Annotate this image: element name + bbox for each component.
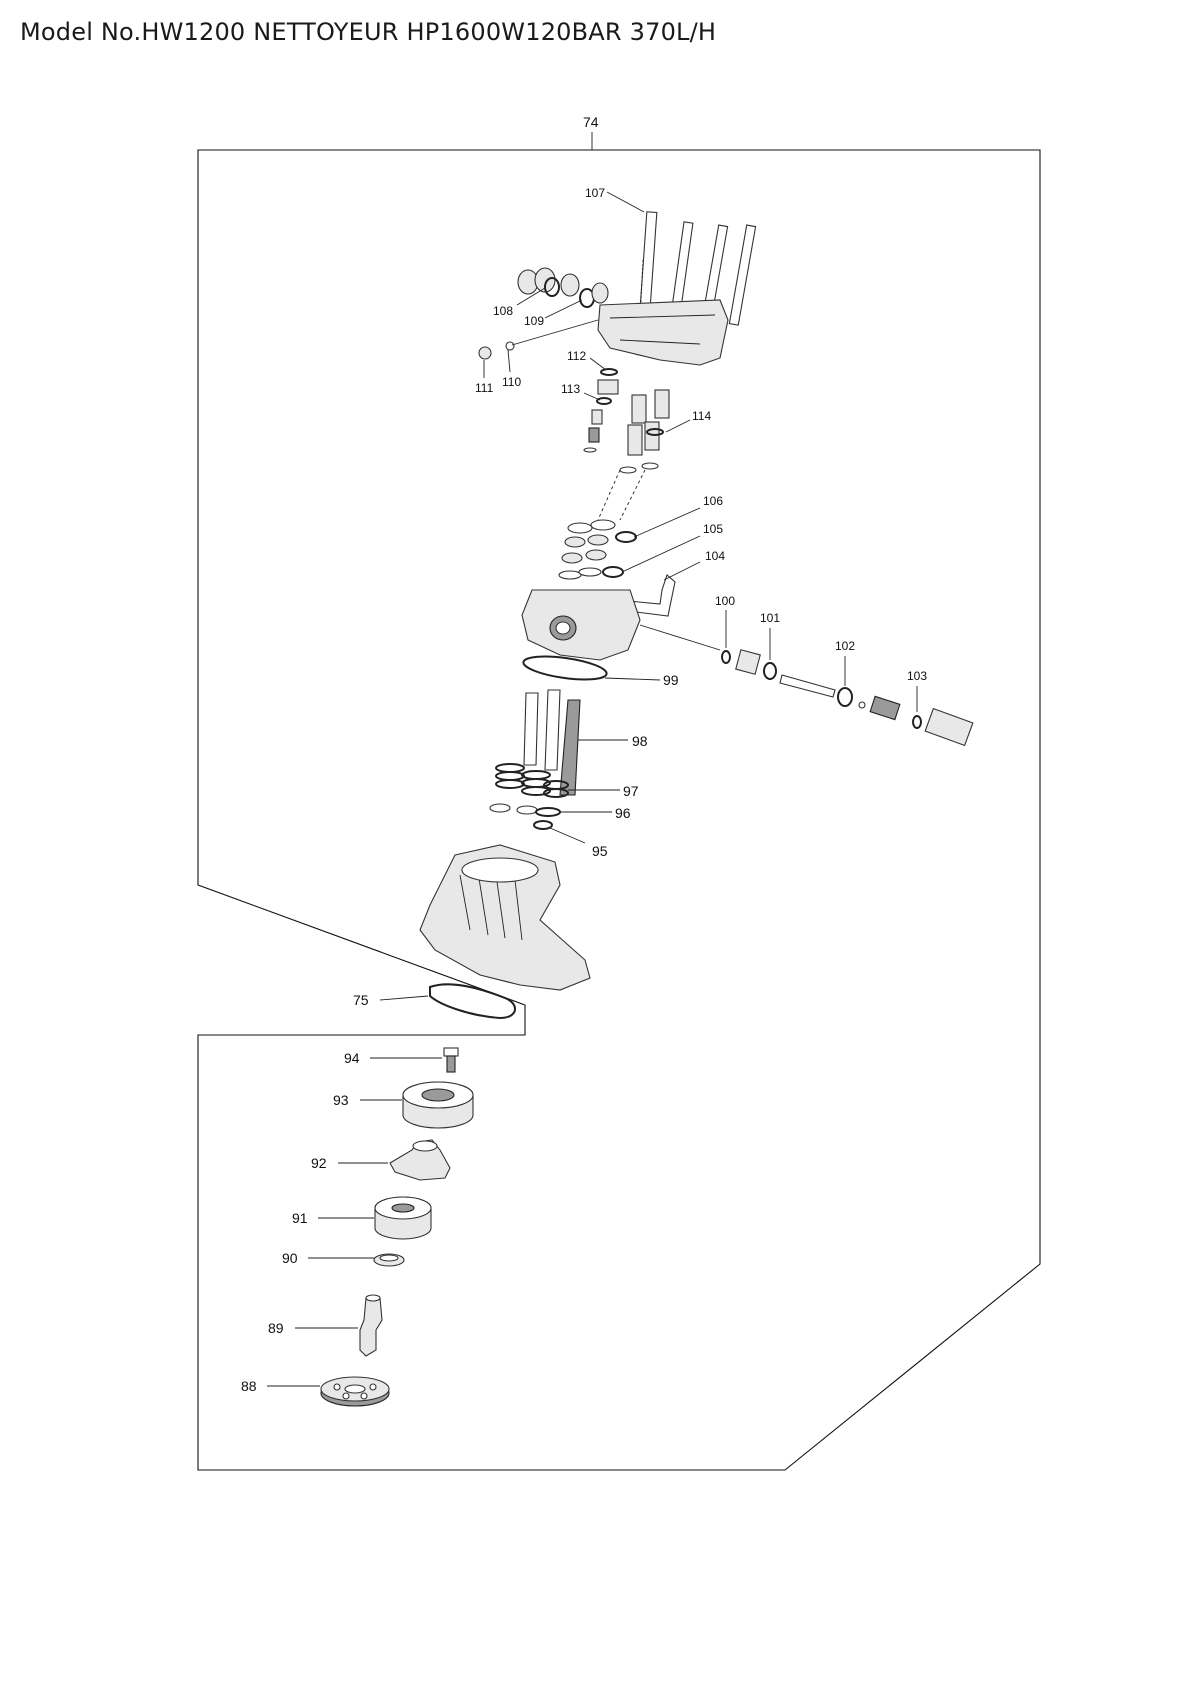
- unloader-valve-assembly: [721, 649, 974, 747]
- callout-107: 107: [585, 186, 605, 200]
- page-title: Model No.HW1200 NETTOYEUR HP1600W120BAR …: [20, 18, 717, 46]
- callout-111: 111: [475, 381, 494, 395]
- callout-91: 91: [292, 1210, 308, 1226]
- callout-100: 100: [715, 594, 735, 608]
- seal-stack: [558, 519, 637, 580]
- callout-98: 98: [632, 733, 648, 749]
- callout-109: 109: [524, 314, 544, 328]
- pump-head-block: [597, 299, 729, 366]
- callout-90: 90: [282, 1250, 298, 1266]
- gasket-75: [429, 983, 516, 1020]
- callout-112: 112: [567, 349, 586, 363]
- callout-105: 105: [703, 522, 723, 536]
- spring-97-set: [495, 763, 569, 798]
- callout-113: 113: [561, 382, 580, 396]
- plunger-98-set: [523, 689, 581, 796]
- callout-101: 101: [760, 611, 780, 625]
- assembly-frame: [197, 149, 1041, 1471]
- pump-body: [521, 589, 641, 661]
- callout-110: 110: [502, 375, 521, 389]
- callout-103: 103: [907, 669, 927, 683]
- callout-114: 114: [692, 409, 711, 423]
- callout-102: 102: [835, 639, 855, 653]
- callout-95: 95: [592, 843, 608, 859]
- callout-93: 93: [333, 1092, 349, 1108]
- bolt-107-set: [638, 211, 757, 326]
- callout-104: 104: [705, 549, 725, 563]
- callout-96: 96: [615, 805, 631, 821]
- callout-74: 74: [583, 114, 599, 130]
- shaft-89: [359, 1297, 383, 1357]
- callout-92: 92: [311, 1155, 327, 1171]
- callout-75: 75: [353, 992, 369, 1008]
- callout-99: 99: [663, 672, 679, 688]
- fitting-108-109: [517, 267, 609, 308]
- callout-97: 97: [623, 783, 639, 799]
- callout-108: 108: [493, 304, 513, 318]
- callout-94: 94: [344, 1050, 360, 1066]
- gear-88: [320, 1376, 390, 1407]
- valve-114-set: [619, 389, 670, 474]
- crankcase: [419, 844, 591, 991]
- callout-89: 89: [268, 1320, 284, 1336]
- callout-106: 106: [703, 494, 723, 508]
- callout-88: 88: [241, 1378, 257, 1394]
